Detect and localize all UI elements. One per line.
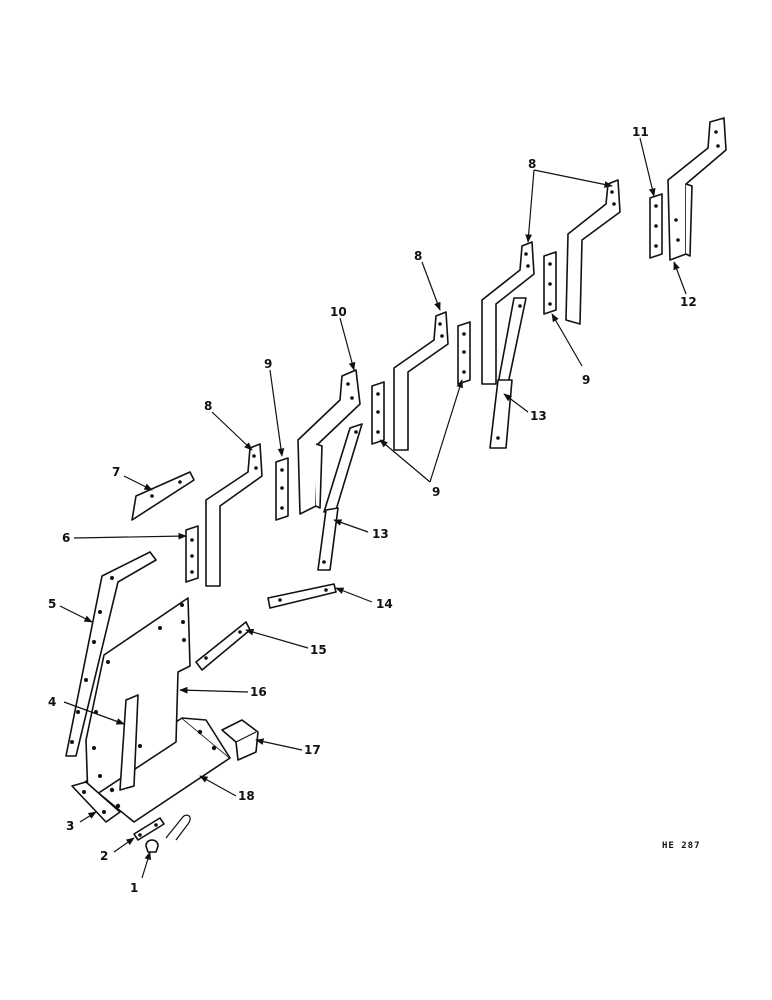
callouts: 1 2 3 4 5 6 7 8 9 10 8 8 9 9 11 12 13 13… (48, 125, 697, 895)
callout-9b: 9 (432, 485, 440, 499)
callout-13b: 13 (372, 527, 389, 541)
part-5-angle (65, 551, 157, 757)
callout-6: 6 (62, 531, 70, 545)
part-1-pin (145, 814, 191, 853)
part-6-bar (185, 525, 199, 583)
callout-8b: 8 (414, 249, 422, 263)
part-14-angle (267, 583, 337, 609)
callout-1: 1 (130, 881, 138, 895)
callout-10: 10 (330, 305, 347, 319)
reference-code: HE 287 (662, 841, 701, 851)
part-2-latch (133, 817, 165, 841)
part-12-standard (667, 117, 727, 261)
part-4-strap (119, 694, 139, 791)
part-11-bar (649, 193, 663, 259)
callout-8a: 8 (204, 399, 212, 413)
callout-9a: 9 (264, 357, 272, 371)
part-13-brace-lower (317, 423, 363, 571)
part-9-bar-3 (457, 321, 471, 385)
part-15-angle (195, 621, 251, 671)
callout-18: 18 (238, 789, 255, 803)
part-9-bar-4 (543, 251, 557, 315)
callout-8c: 8 (528, 157, 536, 171)
callout-11: 11 (632, 125, 649, 139)
leader-lines (59, 137, 687, 879)
part-7-angle (131, 471, 195, 521)
part-8c-standard (481, 241, 535, 385)
callout-13a: 13 (530, 409, 547, 423)
callout-7: 7 (112, 465, 120, 479)
callout-3: 3 (66, 819, 74, 833)
callout-17: 17 (304, 743, 321, 757)
callout-4: 4 (48, 695, 56, 709)
part-9-bar-1 (275, 457, 289, 521)
callout-15: 15 (310, 643, 327, 657)
part-8a-standard (205, 443, 263, 587)
callout-9c: 9 (582, 373, 590, 387)
callout-2: 2 (100, 849, 108, 863)
part-8d-standard (565, 179, 621, 325)
callout-5: 5 (48, 597, 56, 611)
part-3-bracket (71, 781, 121, 823)
callout-16: 16 (250, 685, 267, 699)
part-10-standard (297, 369, 361, 515)
part-8b-standard (393, 311, 449, 451)
part-17-bracket (221, 719, 259, 761)
callout-14: 14 (376, 597, 393, 611)
part-9-bar-2 (371, 381, 385, 445)
callout-12: 12 (680, 295, 697, 309)
